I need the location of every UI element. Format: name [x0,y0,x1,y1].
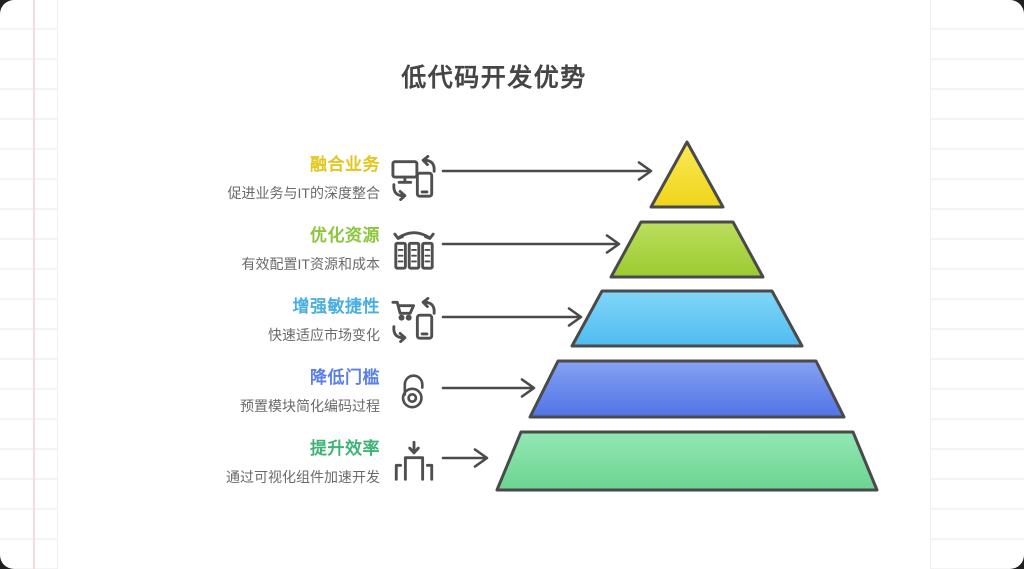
level-description: 通过可视化组件加速开发 [226,469,380,485]
level-label: 提升效率 [310,439,380,458]
device-sync-icon [388,148,440,208]
level-label: 融合业务 [310,155,380,174]
page-title: 低代码开发优势 [401,64,587,92]
cart-sync-icon [388,290,440,350]
server-allocation-icon [388,219,440,279]
level-row-2: 优化资源 有效配置IT资源和成本 [150,219,450,279]
level-row-3: 增强敏捷性 快速适应市场变化 [150,290,450,350]
level-row-4: 降低门槛 预置模块简化编码过程 [150,361,450,421]
level-row-1: 融合业务 促进业务与IT的深度整合 [150,148,450,208]
level-label: 增强敏捷性 [292,297,380,316]
component-install-icon [388,432,440,492]
level-label: 优化资源 [310,226,380,245]
level-label: 降低门槛 [310,368,380,387]
level-row-5: 提升效率 通过可视化组件加速开发 [150,432,450,492]
level-description: 有效配置IT资源和成本 [241,256,380,272]
open-lock-icon [388,361,440,421]
level-description: 预置模块简化编码过程 [240,398,380,414]
level-description: 快速适应市场变化 [268,327,380,343]
level-description: 促进业务与IT的深度整合 [227,185,380,201]
